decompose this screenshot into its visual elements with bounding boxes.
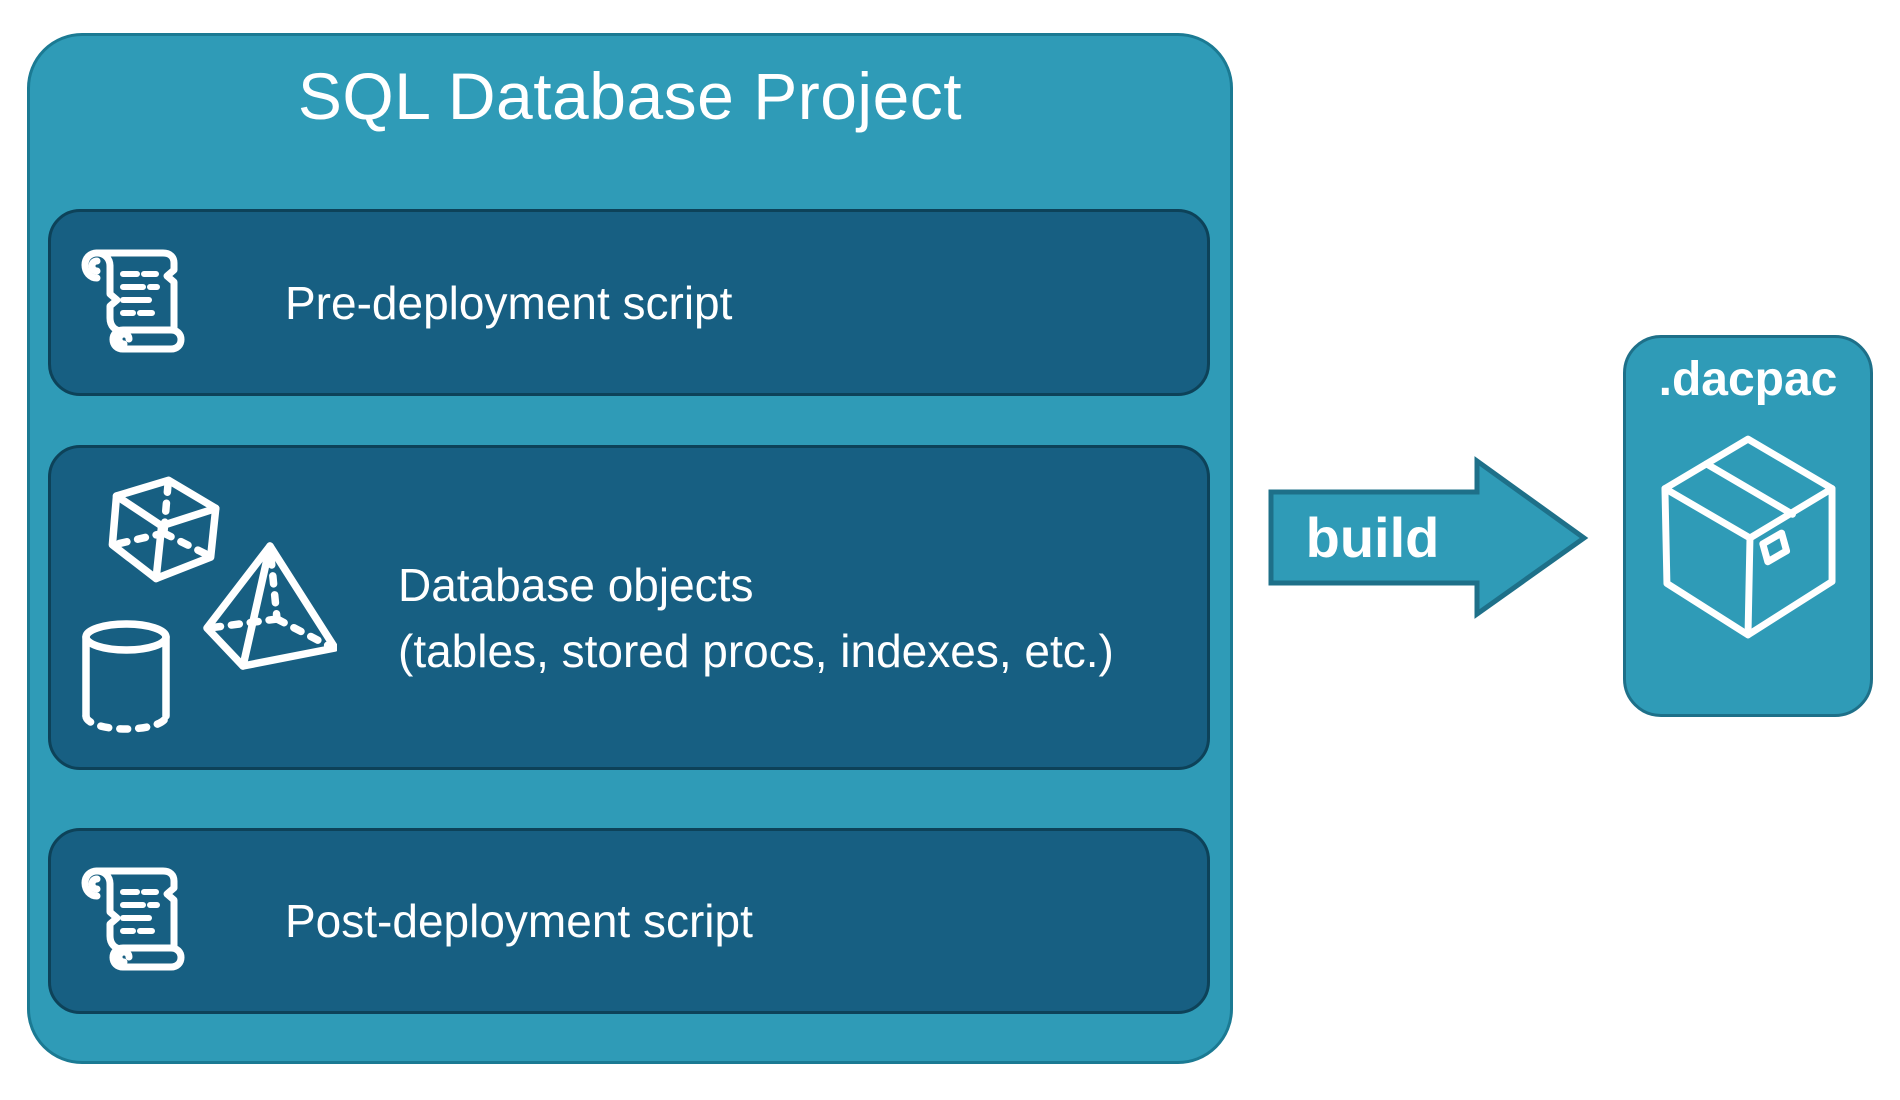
post-deployment-label: Post-deployment script: [285, 895, 753, 947]
database-objects-panel: Database objects (tables, stored procs, …: [48, 445, 1210, 770]
database-objects-label-line1: Database objects: [398, 558, 754, 611]
pre-deployment-panel: Pre-deployment script: [48, 209, 1210, 396]
dacpac-label: .dacpac: [1658, 353, 1838, 406]
post-deployment-panel: Post-deployment script: [48, 828, 1210, 1014]
build-arrow-shape: [1268, 456, 1589, 619]
project-title: SQL Database Project: [297, 59, 963, 133]
package-icon: [1661, 435, 1836, 639]
database-objects-label-line2: (tables, stored procs, indexes, etc.): [398, 624, 1114, 677]
database-objects-label: Database objects (tables, stored procs, …: [398, 552, 1114, 684]
sql-database-project-box: SQL Database Project Pre-deployment scri…: [27, 33, 1233, 1064]
pyramid-icon: [203, 542, 337, 670]
pre-deployment-label: Pre-deployment script: [285, 276, 733, 329]
cube-icon: [108, 476, 220, 583]
build-arrow-label: build: [1305, 506, 1440, 569]
build-arrow: build: [1268, 455, 1590, 620]
dacpac-box: .dacpac: [1623, 335, 1873, 717]
scroll-icon: [81, 249, 185, 352]
scroll-icon: [81, 867, 185, 971]
cylinder-icon: [82, 620, 170, 733]
